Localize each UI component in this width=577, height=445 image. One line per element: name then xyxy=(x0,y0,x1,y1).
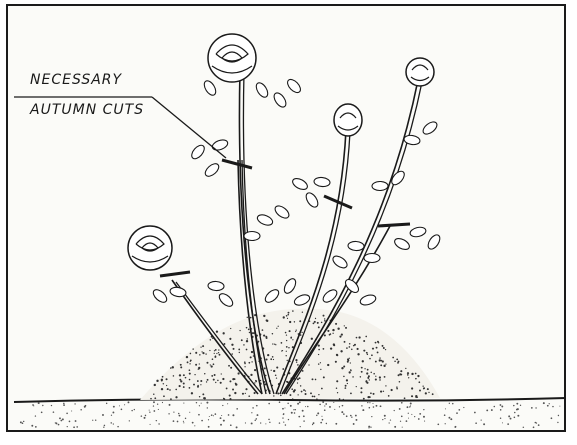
leaf xyxy=(273,204,291,221)
leaf xyxy=(348,241,364,251)
annotation-label-line2: AUTUMN CUTS xyxy=(30,102,144,118)
leaf xyxy=(393,236,411,251)
leaf xyxy=(151,287,169,304)
leaf xyxy=(331,254,349,271)
leaf xyxy=(421,120,439,137)
rose-flower-left xyxy=(128,226,172,270)
leaf xyxy=(364,254,380,263)
leaf xyxy=(293,293,311,307)
cut-mark xyxy=(222,160,252,168)
leaf xyxy=(285,77,303,95)
leaf xyxy=(217,291,235,308)
annotation-label-line1: NECESSARY xyxy=(30,72,122,88)
leaf xyxy=(272,91,289,109)
cut-mark xyxy=(160,272,190,276)
leaf xyxy=(282,277,298,295)
leaf xyxy=(169,286,186,298)
leaf xyxy=(256,213,274,227)
leaf xyxy=(203,161,221,178)
soil-texture xyxy=(20,401,560,428)
leaf xyxy=(359,293,377,307)
leaf xyxy=(244,232,260,241)
cut-mark xyxy=(378,224,410,226)
leaf xyxy=(189,143,206,161)
leaf xyxy=(372,181,388,190)
leaf xyxy=(314,177,331,188)
leaf xyxy=(403,134,420,145)
leaf xyxy=(211,138,229,152)
rose-flower-top xyxy=(208,34,256,82)
leaf xyxy=(263,287,281,304)
leaf xyxy=(291,176,309,191)
rose-bud-right xyxy=(406,58,434,86)
leaf xyxy=(304,191,320,209)
leaves xyxy=(151,77,442,309)
leaf xyxy=(426,233,442,251)
leaf xyxy=(409,226,427,238)
rose-bud-middle xyxy=(334,104,362,136)
leaf xyxy=(208,281,224,291)
leaf xyxy=(254,81,270,99)
leaf xyxy=(202,79,218,97)
